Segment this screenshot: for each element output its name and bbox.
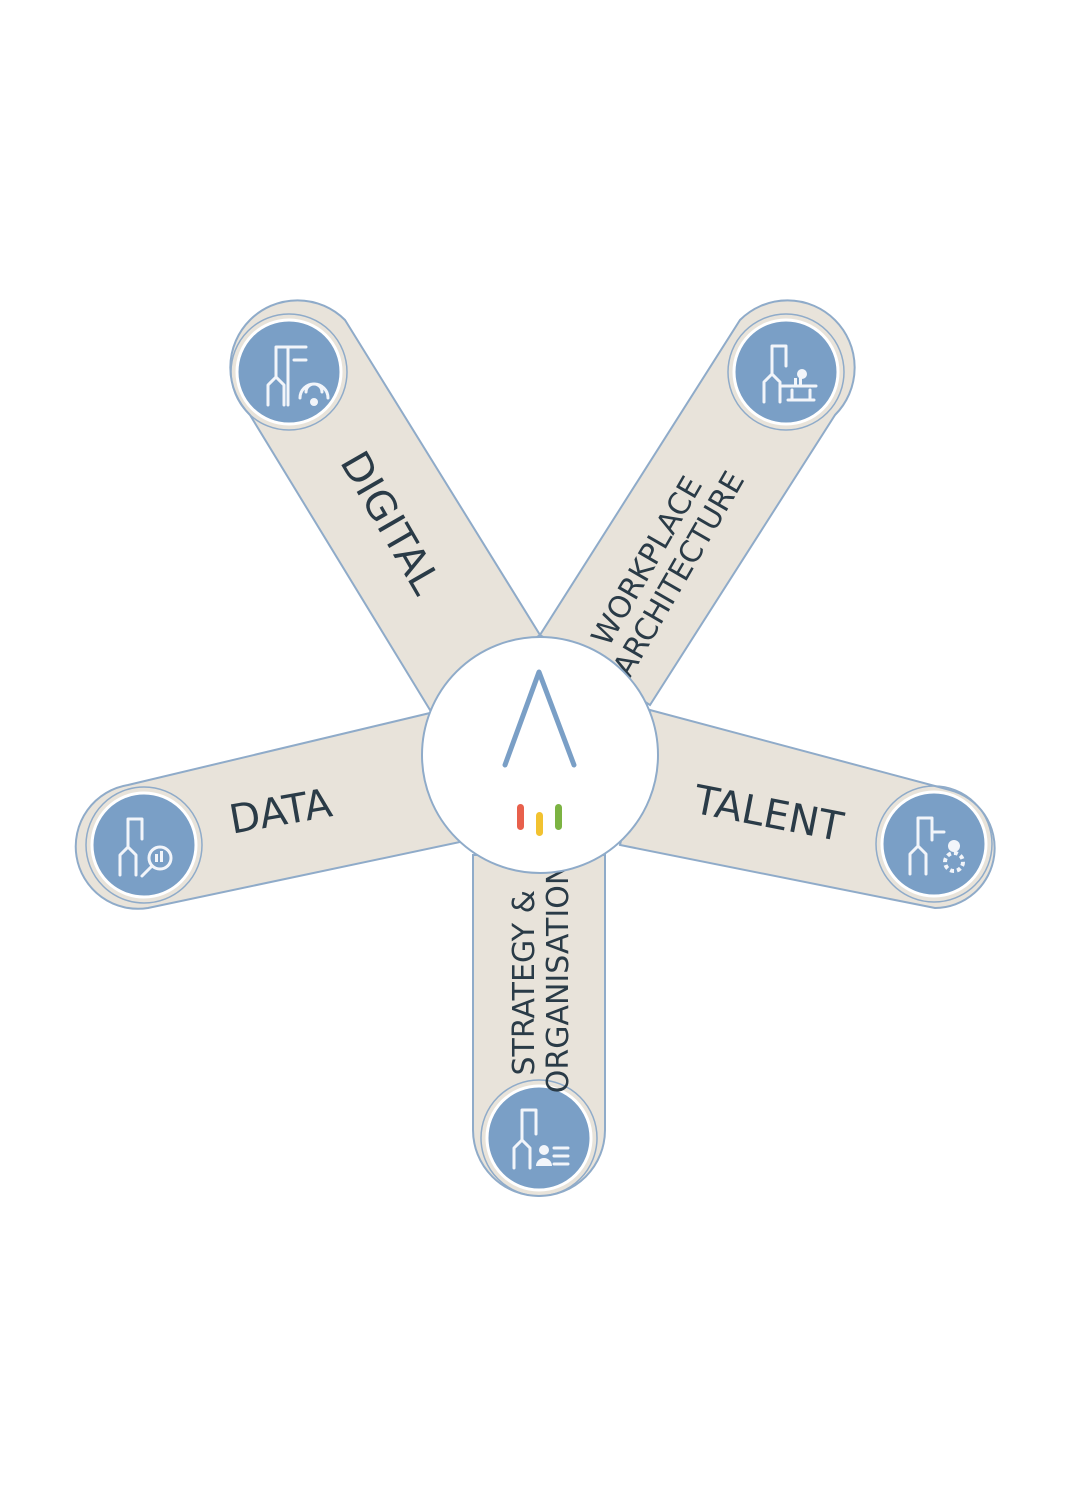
arm-digital: DIGITAL [229, 299, 542, 712]
center-hub [421, 636, 659, 874]
hub-bar-yellow [536, 812, 543, 836]
building-people-gear-icon [875, 785, 993, 903]
arm-talent: TALENT [618, 708, 996, 910]
arm-data: DATA [74, 711, 462, 910]
building-wifi-icon [230, 313, 348, 431]
arm-label-strategy-line1: STRATEGY & [507, 890, 542, 1075]
building-desk-icon [727, 313, 845, 431]
arm-label-strategy-line2: ORGANISATION [541, 863, 576, 1094]
building-person-list-icon [480, 1079, 598, 1197]
caret-logo-icon [502, 669, 577, 768]
hub-bar-red [517, 804, 524, 830]
building-magnifier-icon [85, 786, 203, 904]
hub-bar-green [555, 804, 562, 830]
arm-label-strategy: STRATEGY & ORGANISATION [507, 863, 576, 1094]
arm-workplace: WORKPLACE ARCHITECTURE [538, 299, 856, 707]
arm-strategy: STRATEGY & ORGANISATION [472, 854, 606, 1197]
